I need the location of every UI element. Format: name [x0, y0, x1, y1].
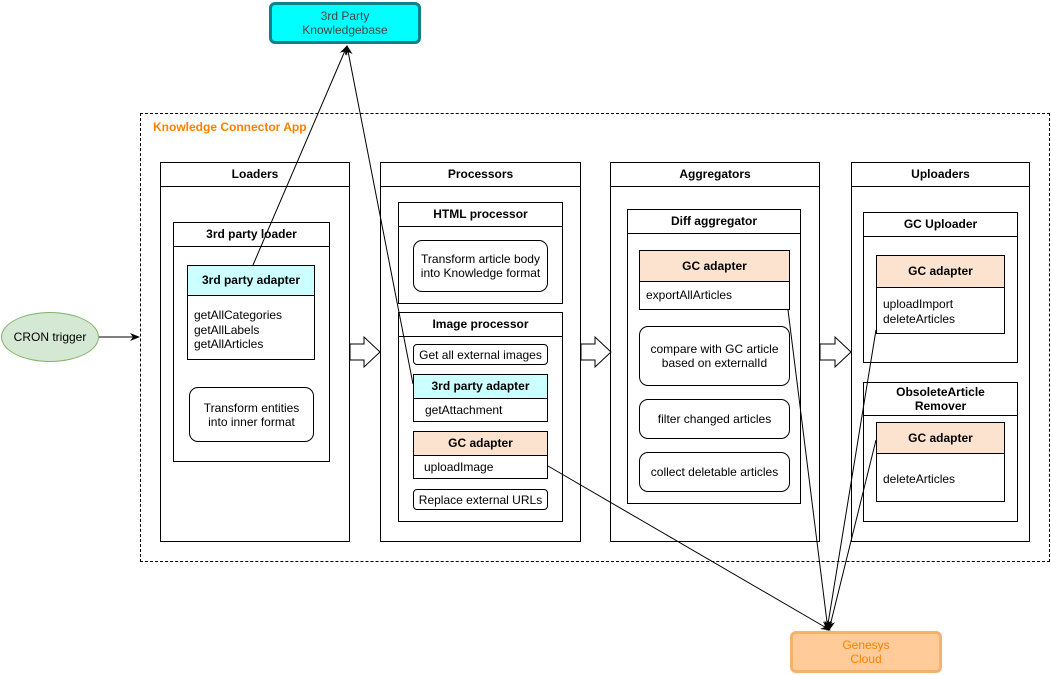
method-get-all-articles: getAllArticles	[194, 337, 264, 351]
cron-trigger: CRON trigger	[1, 312, 99, 362]
processors-title: Processors	[381, 163, 580, 187]
processor-gc-method: uploadImage	[424, 460, 494, 474]
cron-label: CRON trigger	[13, 330, 87, 344]
loader-adapter: 3rd party adapter getAllCategories getAl…	[187, 265, 315, 360]
get-external-images: Get all external images	[413, 344, 548, 365]
replace-external-urls: Replace external URLs	[413, 489, 548, 510]
replace-external-urls-text: Replace external URLs	[418, 492, 543, 507]
uploader-gc-adapter: GC adapter uploadImport deleteArticles	[876, 255, 1005, 334]
method-get-all-categories: getAllCategories	[194, 308, 283, 322]
processor-adapter-title: 3rd party adapter	[414, 375, 547, 399]
app-label: Knowledge Connector App	[153, 120, 307, 134]
remover-gc-method: deleteArticles	[883, 472, 956, 486]
method-delete-articles: deleteArticles	[883, 311, 956, 326]
aggregator-gc-adapter: GC adapter exportAllArticles	[639, 250, 790, 310]
loaders-title: Loaders	[161, 163, 349, 187]
genesys-cloud: Genesys Cloud	[790, 631, 942, 673]
compare-step: compare with GC article based on externa…	[639, 326, 790, 386]
html-processor-title: HTML processor	[399, 203, 562, 227]
kb-line2: Knowledgebase	[302, 23, 388, 37]
aggregators-title: Aggregators	[611, 163, 819, 187]
image-processor-title: Image processor	[399, 313, 562, 337]
gc-uploader-title: GC Uploader	[864, 213, 1017, 237]
aggregator-gc-method: exportAllArticles	[646, 288, 733, 302]
genesys-line1: Genesys	[842, 638, 890, 652]
html-transform-text: Transform article body into Knowledge fo…	[420, 252, 541, 280]
loader-adapter-methods: getAllCategories getAllLabels getAllArti…	[188, 296, 314, 352]
uploader-gc-title: GC adapter	[877, 256, 1004, 288]
filter-step: filter changed articles	[639, 399, 790, 439]
genesys-line2: Cloud	[850, 652, 882, 666]
uploader-gc-methods: uploadImport deleteArticles	[877, 288, 1004, 326]
diff-aggregator-title: Diff aggregator	[628, 210, 800, 234]
remover-gc-title: GC adapter	[877, 423, 1004, 454]
processor-gc-title: GC adapter	[414, 432, 547, 456]
collect-step: collect deletable articles	[639, 452, 790, 492]
compare-step-text: compare with GC article based on externa…	[650, 342, 779, 370]
loader-transform-text: Transform entities into inner format	[203, 400, 300, 429]
processor-gc-adapter: GC adapter uploadImage	[413, 431, 548, 479]
html-transform: Transform article body into Knowledge fo…	[413, 240, 548, 292]
processor-third-party-adapter: 3rd party adapter getAttachment	[413, 374, 548, 422]
method-get-all-labels: getAllLabels	[194, 322, 260, 337]
remover-title: ObsoleteArticle Remover	[864, 383, 1017, 416]
filter-step-text: filter changed articles	[657, 412, 772, 426]
kb-line1: 3rd Party	[320, 9, 370, 23]
loader-title: 3rd party loader	[174, 223, 329, 247]
get-external-images-text: Get all external images	[419, 347, 542, 362]
processor-adapter-method: getAttachment	[425, 403, 503, 417]
collect-step-text: collect deletable articles	[650, 465, 779, 479]
aggregator-gc-title: GC adapter	[640, 251, 789, 282]
third-party-kb: 3rd Party Knowledgebase	[269, 2, 421, 44]
loader-adapter-title: 3rd party adapter	[188, 266, 314, 296]
uploaders-title: Uploaders	[852, 163, 1029, 187]
remover-gc-adapter: GC adapter deleteArticles	[876, 422, 1005, 502]
method-upload-import: uploadImport	[883, 297, 954, 311]
loader-transform: Transform entities into inner format	[189, 387, 314, 442]
